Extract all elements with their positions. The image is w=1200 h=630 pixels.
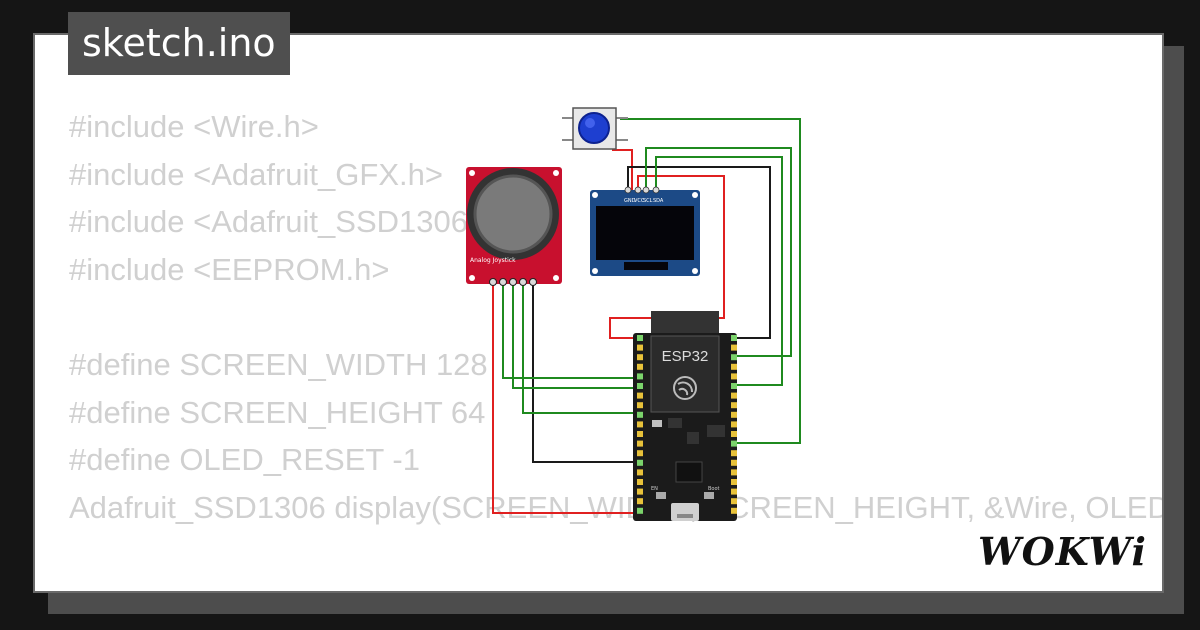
oled-pin-vcc-label: VCC: [634, 198, 645, 204]
esp32-pin: [637, 373, 643, 380]
oled-pin-scl-label: SCL: [643, 198, 653, 204]
boot-button[interactable]: [704, 492, 714, 499]
wire-joystick-vrx: [502, 284, 640, 379]
esp32-pin: [637, 498, 643, 505]
wire-oled-vcc-esp: [609, 175, 725, 339]
oled-screen: [596, 206, 694, 260]
joystick-label: Analog Joystick: [470, 257, 516, 264]
code-line: #include <Adafruit_GFX.h>: [69, 156, 443, 192]
esp32-pin: [731, 354, 737, 361]
esp32-pin: [637, 507, 643, 514]
oled-pin-gnd-label: GND: [624, 198, 636, 204]
joystick-module[interactable]: Analog Joystick: [466, 167, 562, 286]
esp32-pin: [637, 363, 643, 370]
esp32-label: ESP32: [662, 348, 709, 365]
code-line: #define SCREEN_HEIGHT 64: [69, 394, 486, 430]
oled-pin-sda-label: SDA: [653, 198, 664, 204]
wire-joystick-gnd: [532, 284, 640, 463]
esp32-pin: [731, 498, 737, 505]
esp32-antenna: [651, 311, 719, 335]
boot-label: Boot: [708, 486, 720, 492]
esp32-pin: [637, 344, 643, 351]
en-button[interactable]: [656, 492, 666, 499]
wire-joystick-vcc: [492, 284, 640, 514]
esp32-pin: [731, 392, 737, 399]
esp32-pin: [731, 344, 737, 351]
esp32-pin: [731, 479, 737, 485]
push-button[interactable]: [562, 107, 628, 150]
esp32-pin: [731, 431, 737, 437]
wire-button-signal: [620, 118, 801, 444]
wire-joystick-sw: [522, 284, 640, 414]
esp32-pin-headers: [637, 335, 737, 514]
joystick-knob[interactable]: [473, 174, 553, 254]
esp32-pin: [637, 469, 643, 476]
esp32-pin: [731, 411, 737, 418]
esp32-pin: [637, 402, 643, 409]
code-line: #define OLED_RESET -1: [69, 442, 420, 478]
esp32-pin: [637, 335, 643, 341]
esp32-pin: [637, 431, 643, 437]
esp32-pin: [731, 363, 737, 370]
esp32-pin: [731, 450, 737, 457]
esp32-pin: [637, 488, 643, 495]
esp32-pin: [637, 440, 643, 447]
wires: [492, 118, 801, 514]
espressif-icon: [673, 376, 697, 400]
esp32-pin: [731, 383, 737, 389]
code-line: #include <Wire.h>: [69, 109, 319, 144]
esp32-pin: [731, 469, 737, 476]
code-preview: #include <Wire.h> #include <Adafruit_GFX.…: [69, 103, 1162, 591]
usb-port: [671, 503, 699, 521]
code-line: #include <EEPROM.h>: [69, 251, 390, 287]
code-line: const int VRx_Pin = 34; // Analoger Pin …: [69, 579, 1162, 591]
esp32-pin: [637, 479, 643, 485]
esp32-pin: [731, 488, 737, 495]
esp32-pin: [637, 383, 643, 389]
oled-display: GND VCC SCL SDA: [590, 186, 700, 276]
code-line: #include <Adafruit_SSD1306.h>: [69, 204, 512, 240]
esp32-pin: [637, 421, 643, 428]
esp32-pin: [637, 450, 643, 457]
wire-oled-scl: [645, 147, 792, 357]
esp32-pin: [731, 459, 737, 466]
esp32-pin: [637, 392, 643, 399]
esp32-pin: [731, 402, 737, 409]
esp32-pin: [731, 373, 737, 380]
esp32-pin: [731, 507, 737, 514]
en-label: EN: [651, 486, 658, 492]
esp32-pin: [731, 335, 737, 341]
wire-oled-sda: [655, 156, 783, 386]
wire-oled-gnd: [627, 166, 771, 339]
esp32-board: ESP32 EN Boot: [633, 311, 737, 521]
esp32-pin: [731, 421, 737, 428]
wokwi-logo: WOKWi: [978, 529, 1147, 574]
file-tab: sketch.ino: [68, 12, 290, 75]
joystick-pins: [489, 278, 537, 286]
wire-joystick-vry: [512, 284, 640, 389]
code-line: #define SCREEN_WIDTH 128: [69, 346, 488, 382]
esp32-pin: [637, 354, 643, 361]
esp32-pin: [637, 459, 643, 466]
esp32-pin: [637, 411, 643, 418]
esp32-pin: [731, 440, 737, 447]
wokwi-logo-text: WOKWi: [978, 529, 1147, 574]
